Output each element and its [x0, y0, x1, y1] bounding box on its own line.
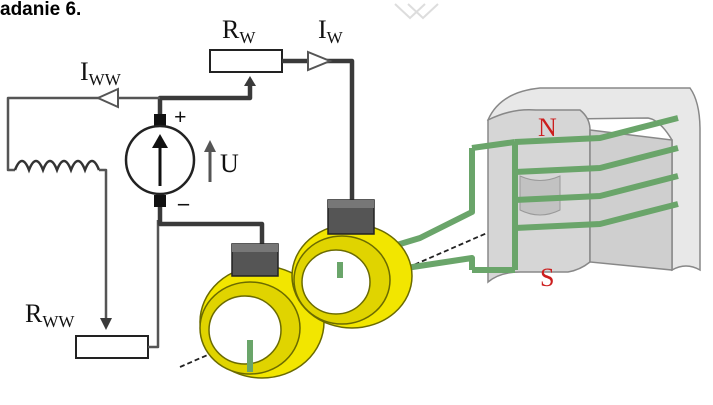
terminal-plus [154, 114, 166, 126]
label-south-pole: S [540, 263, 554, 292]
label-north-pole: N [538, 113, 557, 142]
label-minus: – [177, 190, 190, 215]
iw-arrow [307, 50, 333, 72]
rw-wiper-arrow [244, 76, 256, 86]
wire-coil-to-rww [99, 168, 108, 325]
stator-magnet [486, 87, 701, 284]
label-iw: IW [318, 15, 344, 47]
rheostat-rw [209, 49, 283, 73]
wire-iww [6, 96, 160, 172]
wire-rw-to-brush-right [282, 58, 355, 200]
voltage-arrow-head [204, 140, 216, 152]
wire-bottom [157, 200, 265, 245]
label-voltage: U [220, 149, 239, 178]
wire-rww-to-generator [148, 220, 160, 349]
iww-arrow [95, 87, 119, 109]
label-iww: IWW [80, 57, 122, 89]
label-plus: + [174, 104, 187, 129]
field-winding-coil [13, 159, 101, 174]
rww-wiper-arrow [100, 318, 112, 330]
rheostat-rww [75, 335, 149, 359]
slip-ring-left [199, 265, 325, 379]
slip-ring-right [291, 223, 413, 329]
generator-inner-arrow-head [152, 134, 168, 148]
watermark-arrows [394, 3, 439, 20]
brush-right [327, 199, 375, 235]
label-rww: RWW [25, 299, 75, 331]
heading-fragment: adanie 6. [0, 0, 81, 20]
brush-left [231, 243, 279, 277]
wire-top-left [157, 80, 253, 120]
armature-winding-front [247, 262, 343, 372]
terminal-minus [154, 195, 166, 207]
label-rw: RW [222, 15, 256, 47]
